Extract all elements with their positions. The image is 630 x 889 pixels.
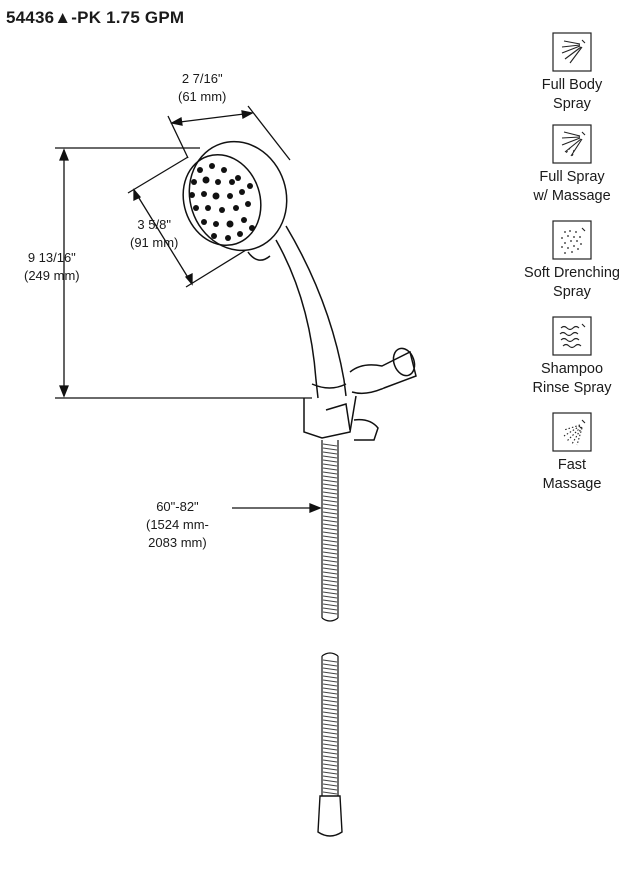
soft-drenching-spray-label: Soft Drenching Spray	[510, 264, 630, 302]
full-spray-massage-label: Full Spray w/ Massage	[510, 168, 630, 206]
spray-nozzles	[189, 163, 255, 241]
shampoo-rinse-label-line2: Rinse Spray	[532, 380, 612, 396]
full-spray-massage-icon	[552, 124, 592, 164]
hose-upper	[321, 440, 339, 622]
spray-setting-full-body: Full Body Spray	[510, 32, 630, 114]
fast-massage-label: Fast Massage	[510, 456, 630, 494]
hose-length-pointer	[232, 503, 322, 513]
overall-height-imperial: 9 13/16"	[27, 250, 76, 265]
fast-massage-label-line2: Massage	[542, 476, 602, 492]
shower-handle	[275, 225, 347, 399]
shampoo-rinse-spray-icon	[552, 316, 592, 356]
shampoo-rinse-label-line1: Shampoo	[540, 361, 604, 377]
head-width-dimension-line	[167, 105, 291, 161]
head-width-label: 2 7/16" (61 mm)	[178, 70, 226, 106]
hose-length-label: 60"-82" (1524 mm- 2083 mm)	[146, 498, 209, 552]
overall-height-label: 9 13/16" (249 mm)	[24, 249, 80, 285]
spray-setting-full-spray-massage: Full Spray w/ Massage	[510, 124, 630, 206]
fast-massage-label-line1: Fast	[557, 457, 587, 473]
full-spray-massage-label-line2: w/ Massage	[533, 188, 611, 204]
overall-height-dimension-line	[55, 147, 312, 399]
wall-bracket	[303, 347, 417, 441]
overall-height-metric: (249 mm)	[24, 268, 80, 283]
shower-head	[182, 140, 288, 261]
full-body-spray-icon	[552, 32, 592, 72]
hose-texture	[322, 443, 338, 795]
hose-lower	[317, 652, 343, 837]
spray-setting-shampoo-rinse: Shampoo Rinse Spray	[510, 316, 630, 398]
spray-setting-soft-drenching: Soft Drenching Spray	[510, 220, 630, 302]
fast-massage-icon	[552, 412, 592, 452]
head-width-metric: (61 mm)	[178, 89, 227, 104]
head-width-imperial: 2 7/16"	[181, 71, 223, 86]
head-diameter-metric: (91 mm)	[130, 235, 179, 250]
hose-length-metric-1: (1524 mm-	[146, 517, 209, 532]
head-diameter-dimension-line	[127, 156, 247, 288]
hose-length-imperial: 60"-82"	[156, 499, 199, 514]
soft-drenching-label-line2: Spray	[553, 284, 591, 300]
full-body-label-line1: Full Body	[541, 77, 603, 93]
soft-drenching-spray-icon	[552, 220, 592, 260]
hose-length-metric-2: 2083 mm)	[148, 535, 207, 550]
page-title: 54436▲-PK 1.75 GPM	[6, 8, 185, 27]
head-diameter-imperial: 3 5/8"	[137, 217, 171, 232]
full-body-label-line2: Spray	[553, 96, 591, 112]
full-body-spray-label: Full Body Spray	[510, 76, 630, 114]
soft-drenching-label-line1: Soft Drenching	[524, 265, 620, 281]
full-spray-massage-label-line1: Full Spray	[539, 169, 605, 185]
head-diameter-label: 3 5/8" (91 mm)	[130, 216, 178, 252]
shampoo-rinse-spray-label: Shampoo Rinse Spray	[510, 360, 630, 398]
spray-setting-fast-massage: Fast Massage	[510, 412, 630, 494]
